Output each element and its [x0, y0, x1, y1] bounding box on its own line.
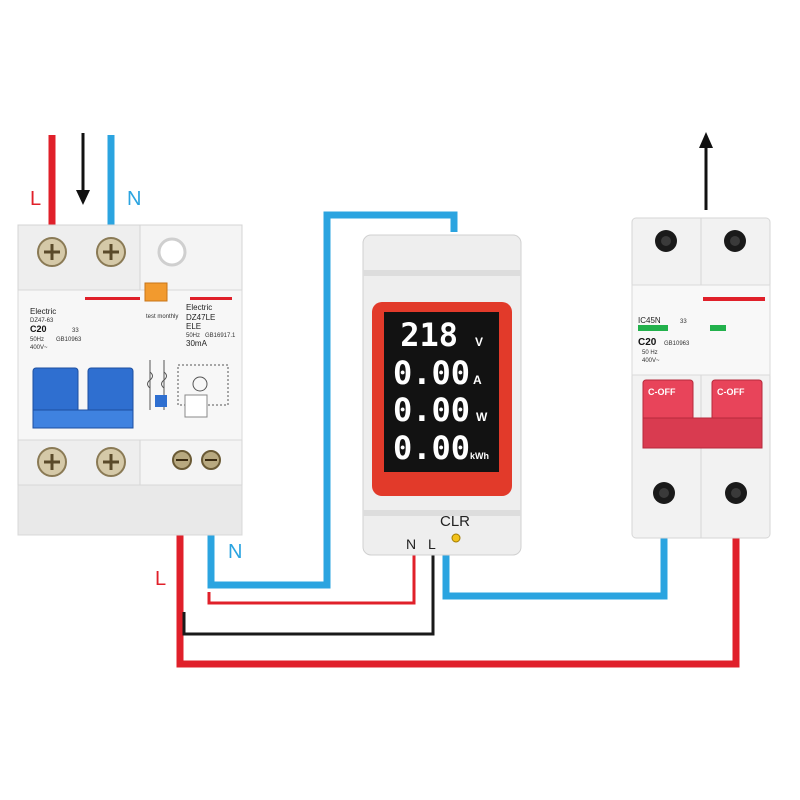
reading-current-value: 0.00: [393, 354, 470, 392]
rcbo-indicator-window: [155, 395, 167, 407]
test-hole: [157, 237, 187, 267]
neutral-wire-meter-to-mcb: [442, 494, 668, 600]
mcb-off-label-2: C-OFF: [717, 387, 745, 397]
screw-icon: [37, 447, 67, 477]
rcbo-type-2: ELE: [186, 322, 201, 331]
rcbo-freq-1: 50Hz: [30, 337, 44, 343]
screw-icon: [201, 450, 221, 470]
test-button[interactable]: [144, 282, 168, 302]
rcbo-reset-button[interactable]: [184, 394, 208, 418]
rcbo-breaker: Electric DZ47-63 C20 33 50Hz GB10963 400…: [17, 224, 243, 536]
mcb-freq: 50 Hz: [642, 350, 658, 356]
reading-voltage-value: 218: [400, 316, 458, 354]
arrow-up-icon: [699, 132, 713, 210]
label-bottom-live: L: [155, 568, 166, 590]
screw-icon: [96, 237, 126, 267]
rcbo-std-1: GB10963: [56, 337, 82, 343]
neutral-wire-rcbo-to-meter: [207, 211, 458, 589]
mcb-std: GB10963: [664, 341, 690, 347]
rcbo-rating-1: C20: [30, 324, 47, 334]
rcbo-leak-2: 30mA: [186, 339, 208, 348]
mcb-breaker: IC45N 33 C20 GB10963 50 Hz 400V~ C-OFF C…: [631, 217, 771, 539]
mcb-rating: C20: [638, 337, 657, 348]
screw-icon: [96, 447, 126, 477]
clr-label: CLR: [440, 513, 470, 530]
rcbo-poles-1: 33: [72, 328, 79, 334]
label-top-live: L: [30, 188, 41, 210]
rcbo-volt-1: 400V~: [30, 345, 48, 351]
meter-l-earth-wire: [182, 555, 435, 636]
rcbo-test-text: test monthly: [146, 314, 178, 320]
meter-terminal-n: N: [406, 536, 416, 552]
label-top-neutral: N: [127, 188, 141, 210]
rcbo-brand-1: Electric: [30, 307, 56, 316]
meter-n-thin-wire: [207, 555, 416, 605]
energy-meter: 218 V 0.00 A 0.00 W 0.00 kWh CLR N L: [362, 234, 522, 556]
reading-energy-value: 0.00: [393, 429, 470, 467]
screw-icon: [172, 450, 192, 470]
reading-energy-unit: kWh: [470, 451, 489, 461]
mcb-indicator: [710, 325, 726, 331]
mcb-poles: 33: [680, 319, 687, 325]
rcbo-model-2: DZ47LE: [186, 313, 215, 322]
rcbo-freq-2: 50Hz: [186, 333, 200, 339]
reading-power-unit: W: [476, 410, 488, 424]
reading-power-value: 0.00: [393, 391, 470, 429]
meter-terminal-l: L: [428, 536, 436, 552]
rcbo-model-1: DZ47-63: [30, 318, 54, 324]
live-wire-rcbo-to-mcb: [176, 465, 740, 668]
rcbo-brand-2: Electric: [186, 303, 212, 312]
reading-current-unit: A: [473, 373, 482, 387]
wires: [48, 135, 740, 668]
mcb-model: IC45N: [638, 316, 661, 325]
arrow-down-icon: [76, 133, 90, 205]
rcbo-std-2: GB16917.1: [205, 333, 236, 339]
clr-button[interactable]: [451, 533, 461, 543]
screw-icon: [37, 237, 67, 267]
rcbo-schematic: [147, 360, 229, 410]
meter-display-screen: [384, 312, 499, 472]
label-bottom-neutral: N: [228, 541, 242, 563]
mcb-off-label-1: C-OFF: [648, 387, 676, 397]
mcb-volt: 400V~: [642, 358, 660, 364]
reading-voltage-unit: V: [475, 335, 483, 349]
